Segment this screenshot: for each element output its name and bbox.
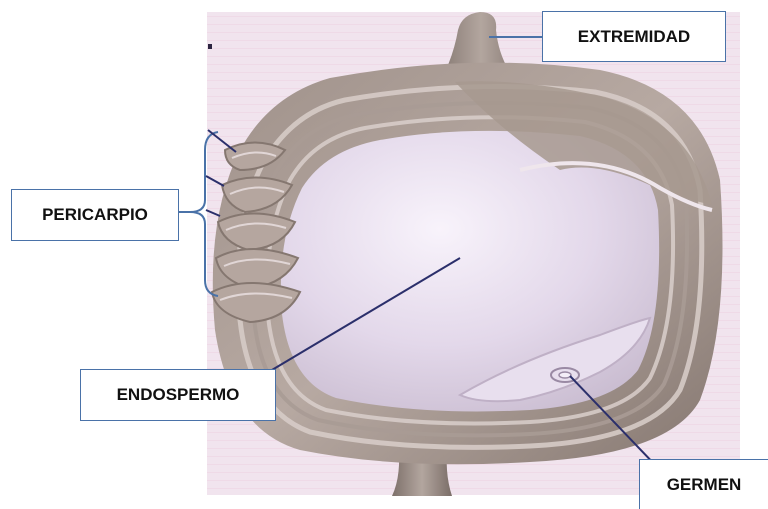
label-germen-text: GERMEN	[667, 475, 742, 495]
label-endospermo: ENDOSPERMO	[80, 369, 276, 421]
label-pericarpio-text: PERICARPIO	[42, 205, 148, 225]
label-germen: GERMEN	[639, 459, 768, 509]
label-extremidad-text: EXTREMIDAD	[578, 27, 690, 47]
label-pericarpio: PERICARPIO	[11, 189, 179, 241]
label-endospermo-text: ENDOSPERMO	[117, 385, 240, 405]
label-extremidad: EXTREMIDAD	[542, 11, 726, 62]
